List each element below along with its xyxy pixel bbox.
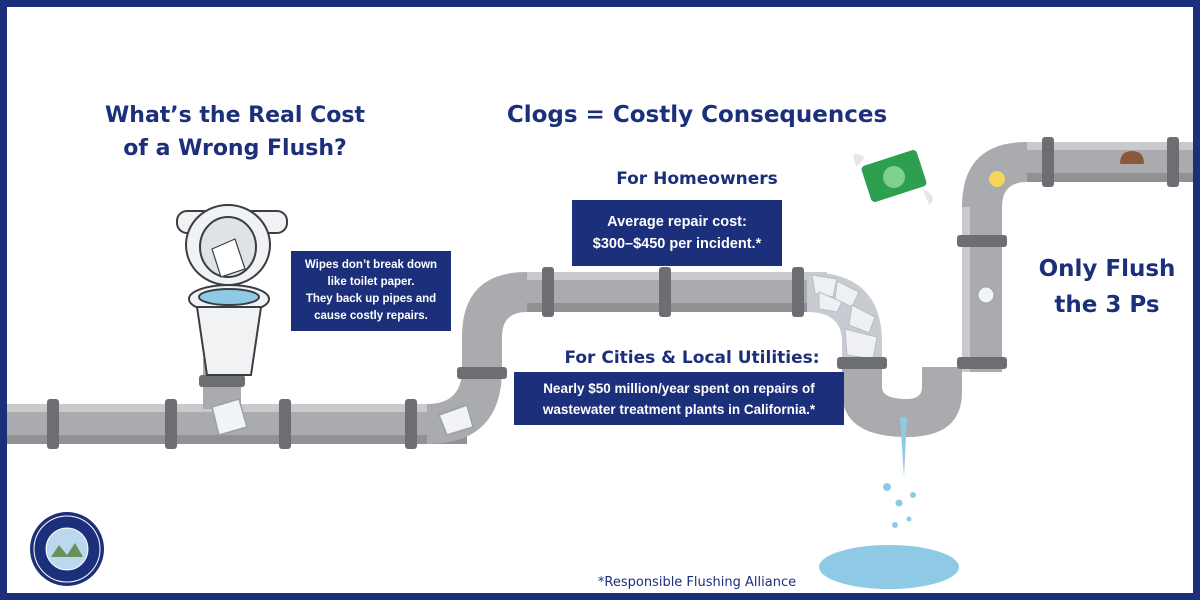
pipe-coupling <box>199 375 245 387</box>
flying-money-icon <box>853 150 933 205</box>
homeowners-line2: $300–$450 per incident.* <box>592 236 762 252</box>
rising-elbow <box>427 272 547 444</box>
poop-icon <box>1120 151 1144 164</box>
wipes-note-line4: cause costly repairs. <box>314 310 428 322</box>
wipes-note-line3: They back up pipes and <box>305 293 437 305</box>
cities-line1: Nearly $50 million/year spent on repairs… <box>543 380 815 396</box>
middle-pipe <box>527 272 827 312</box>
top-elbow <box>962 142 1047 207</box>
toilet-icon <box>176 204 288 376</box>
left-title-line1: What’s the Real Cost <box>105 103 365 128</box>
top-right-pipe <box>1027 142 1193 182</box>
wipes-note-line1: Wipes don’t break down <box>304 259 438 271</box>
water-drip-icon <box>819 417 959 589</box>
cities-heading: For Cities & Local Utilities: <box>564 348 820 368</box>
cities-cost-box: Nearly $50 million/year spent on repairs… <box>514 372 844 425</box>
u-bend <box>842 367 962 437</box>
right-title-line1: Only Flush <box>1038 256 1176 282</box>
right-title-line2: the 3 Ps <box>1054 292 1160 318</box>
wipes-note-line2: like toilet paper. <box>327 276 415 288</box>
city-seal-icon <box>30 512 104 586</box>
pipe-couplings <box>47 137 1179 449</box>
homeowners-cost-box: Average repair cost: $300–$450 per incid… <box>572 200 782 266</box>
left-title: What’s the Real Cost of a Wrong Flush? <box>85 99 385 165</box>
homeowners-heading: For Homeowners <box>616 169 778 189</box>
right-title: Only Flush the 3 Ps <box>1027 251 1187 323</box>
wipes-note-box: Wipes don’t break down like toilet paper… <box>291 251 451 331</box>
right-vertical-pipe <box>962 202 1002 372</box>
pipe-illustration <box>7 137 1193 589</box>
wipe-icon <box>211 398 474 436</box>
toilet-paper-roll-icon <box>977 286 995 304</box>
homeowners-line1: Average repair cost: <box>607 214 747 230</box>
cities-line2: wastewater treatment plants in Californi… <box>542 401 816 417</box>
clog-wipes <box>811 274 878 360</box>
pee-drop-icon <box>989 171 1005 187</box>
footnote: *Responsible Flushing Alliance <box>597 575 797 590</box>
main-title: Clogs = Costly Consequences <box>506 102 888 128</box>
left-title-line2: of a Wrong Flush? <box>123 136 347 161</box>
